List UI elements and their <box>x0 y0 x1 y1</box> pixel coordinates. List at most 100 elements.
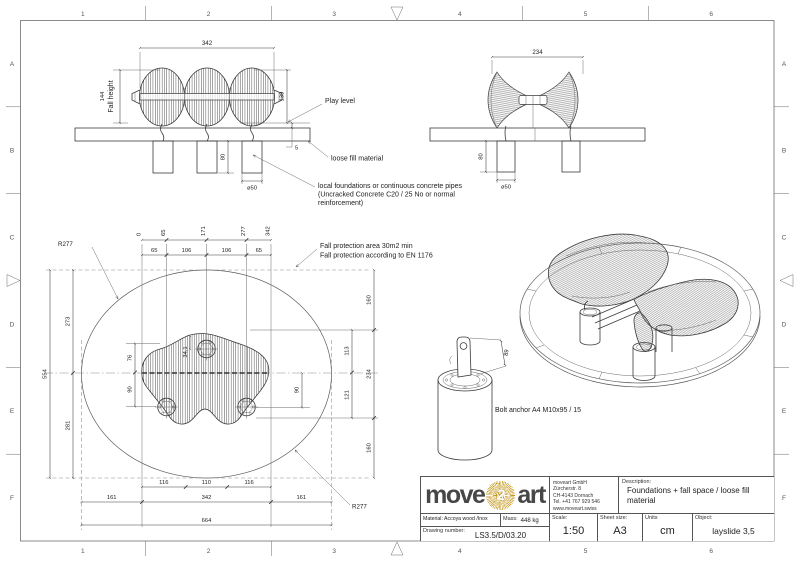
dim-side-width: 234 <box>532 49 543 56</box>
row-label: F <box>10 495 14 502</box>
units-value: cm <box>660 525 675 537</box>
material-cell: Material: Accoya wood /Inox <box>423 516 488 522</box>
dim-seg: 65 <box>256 248 262 254</box>
dim-left-total: 554 <box>43 368 49 378</box>
annotation-foundations-2: (Uncracked Concrete C20 / 25 No or norma… <box>318 192 455 199</box>
dim-inner-right: 90 <box>295 387 301 393</box>
bolt-anchor-detail: 89 Bolt anchor A4 M10x95 / 15 <box>437 336 581 461</box>
company-line: www.moveart.swiss <box>553 505 597 512</box>
row-label: C <box>782 235 787 242</box>
annotation-foundations-3: reinforcement) <box>318 200 363 207</box>
company-line: moveart GmbH <box>553 480 587 486</box>
dim-radius-br: R277 <box>352 504 367 511</box>
col-label: 2 <box>207 548 211 555</box>
annotation-foundations-1: local foundations or continuous concrete… <box>318 183 462 190</box>
dim-right-outer: 234 <box>367 368 373 378</box>
dim-bottom2: 161 <box>107 495 117 501</box>
drawing-number-cell: Drawing number: LS3.5/D/03.20 <box>421 527 549 541</box>
col-label: 2 <box>207 11 211 18</box>
anchor-plate <box>155 395 178 419</box>
col-label: 5 <box>584 548 588 555</box>
label-fall-height: Fall height <box>108 80 115 112</box>
object-cell: Object: layslide 3,5 <box>692 514 774 541</box>
iso-foundation-cylinder <box>579 307 601 346</box>
center-mark-bottom <box>390 541 404 556</box>
company-line: Tel. +41 767 929 546 <box>553 499 600 506</box>
col-label: 1 <box>81 548 85 555</box>
logo-art: art <box>517 480 546 509</box>
dim-bottom2: 342 <box>202 495 212 501</box>
front-elevation-view: 342 Fall height 144 139 5 80 ø50 Play le… <box>74 40 462 207</box>
row-label: F <box>782 495 786 502</box>
col-label: 6 <box>709 11 713 18</box>
dim-bottom1: 116 <box>159 480 168 486</box>
row-label: A <box>782 61 787 68</box>
anchor-plate <box>195 337 218 361</box>
mass-label: Mass: <box>503 516 518 522</box>
side-elevation-view: 234 80 ø50 <box>429 49 646 191</box>
col-label: 3 <box>332 11 336 18</box>
sheet-size-label: Sheet size: <box>600 515 628 521</box>
dim-fill-depth: 5 <box>295 146 298 152</box>
col-label: 4 <box>458 548 462 555</box>
dim-right-outer: 160 <box>367 443 373 453</box>
logo-move: move <box>425 480 486 509</box>
dim-bottom2: 161 <box>296 495 306 501</box>
row-label: D <box>10 321 15 328</box>
plan-view: 0 65 171 277 342 65 106 106 65 554 273 2… <box>43 226 433 530</box>
company-line: CH-4143 Dornach <box>553 492 594 499</box>
annotation-play-level: Play level <box>325 98 355 105</box>
dim-seg: 106 <box>222 248 232 254</box>
row-label: A <box>10 61 15 68</box>
dim-detail: 89 <box>504 349 511 356</box>
company-info: moveart GmbH Zürcherstr. 8 CH-4143 Dorna… <box>549 477 618 513</box>
row-label: C <box>10 235 15 242</box>
annotation-fall-protection-1: Fall protection area 30m2 min <box>320 243 413 250</box>
description-cell: Description: Foundations + fall space / … <box>618 477 774 513</box>
row-label: B <box>782 148 786 155</box>
annotation-bolt-anchor: Bolt anchor A4 M10x95 / 15 <box>495 407 581 414</box>
dim-run: 277 <box>241 226 247 236</box>
isometric-view <box>519 233 761 388</box>
dim-run: 342 <box>266 226 272 236</box>
dim-foundation-dia: ø50 <box>247 186 257 192</box>
company-line: Zürcherstr. 8 <box>553 486 582 493</box>
dim-left-upper: 273 <box>66 317 72 327</box>
anchor-plate <box>235 395 258 419</box>
mass-cell: Mass: 448 kg <box>500 514 549 526</box>
dim-side-foundation-dia: ø50 <box>501 185 511 191</box>
annotation-fall-protection-2: Fall protection according to EN 1176 <box>320 253 433 260</box>
sunburst-icon: 2 <box>486 480 516 510</box>
dim-foundation-depth: 80 <box>221 154 227 160</box>
center-mark-left <box>6 274 21 287</box>
drawing-number-label: Drawing number: <box>423 528 465 534</box>
col-label: 3 <box>332 548 336 555</box>
dim-inner-upper: 76 <box>128 355 134 361</box>
scale-value: 1:50 <box>562 525 585 537</box>
center-mark-top <box>390 6 404 21</box>
sheet-size-value: A3 <box>613 525 627 537</box>
sheet-size-cell: Sheet size: A3 <box>597 514 642 541</box>
dim-bottom1: 116 <box>244 480 253 486</box>
dim-front-width: 342 <box>202 40 213 47</box>
col-label: 1 <box>81 11 85 18</box>
dim-right-outer: 160 <box>367 295 373 305</box>
dim-bottom-total: 664 <box>202 518 212 524</box>
row-label: B <box>10 148 14 155</box>
dim-height-right: 139 <box>280 92 286 102</box>
annotation-loose-fill: loose fill material <box>331 156 384 163</box>
dim-side-foundation-depth: 80 <box>479 153 485 159</box>
units-cell: Units cm <box>642 514 692 541</box>
dim-run: 171 <box>201 226 207 236</box>
dim-bottom1: 110 <box>202 480 211 486</box>
object-value: layslide 3,5 <box>712 526 755 536</box>
row-label: E <box>782 408 787 415</box>
description-label: Description: <box>622 479 652 485</box>
row-label: D <box>782 321 787 328</box>
dim-seg: 65 <box>151 248 157 254</box>
center-mark-right <box>779 274 794 287</box>
grid-labels: 1 2 3 4 5 6 1 2 3 4 5 6 A B C D E F A B … <box>10 11 787 555</box>
mass-value: 448 kg <box>520 518 539 524</box>
